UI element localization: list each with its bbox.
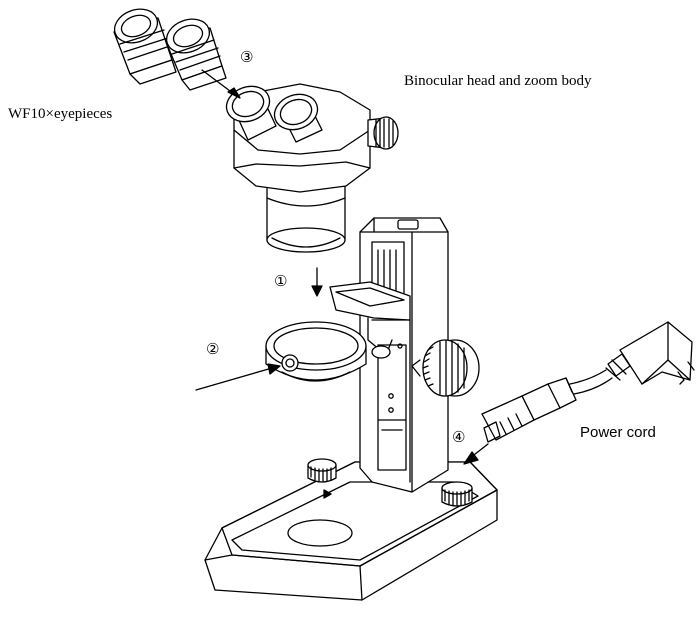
step-1-label: ① [274, 272, 288, 290]
eyepieces-label: WF10×eyepieces [8, 106, 113, 122]
zoom-knob [368, 117, 398, 149]
step-2-label: ② [206, 340, 220, 358]
step-4-label: ④ [452, 428, 466, 446]
base-knob-left [308, 459, 336, 498]
focus-knob [412, 340, 479, 396]
power-cord [482, 322, 694, 442]
power-plug [606, 322, 694, 384]
step-3-label: ③ [240, 48, 254, 66]
binocular-head [222, 81, 398, 252]
eyepiece-right [162, 13, 226, 90]
arrow-step-3 [202, 70, 240, 98]
arrow-step-1 [312, 268, 322, 296]
iec-connector [482, 378, 576, 442]
eyepiece-tube-right [270, 89, 323, 142]
head-label: Binocular head and zoom body [404, 73, 592, 89]
arrow-step-2 [196, 364, 280, 390]
power-cord-label: Power cord [580, 424, 656, 441]
mounting-ring [266, 322, 366, 381]
eyepiece-left [110, 3, 176, 84]
arrow-step-4 [464, 444, 488, 464]
holder-arm [330, 282, 410, 358]
base-knob-right [442, 482, 472, 506]
microscope-base [205, 462, 497, 600]
